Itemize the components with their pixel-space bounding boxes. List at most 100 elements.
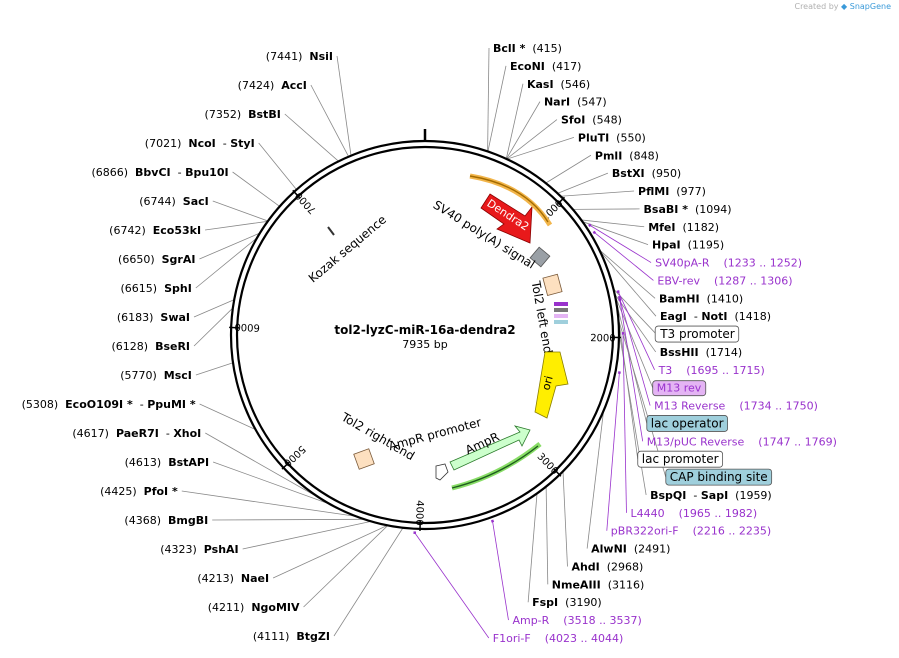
tick-mark xyxy=(553,468,562,477)
site-label-part: M13 Reverse xyxy=(654,400,725,413)
site-label-hpai[interactable]: HpaI (1195) xyxy=(652,239,724,252)
site-label-part: (3190) xyxy=(558,596,602,609)
site-label-eco53ki[interactable]: (6742) Eco53kI xyxy=(109,224,201,237)
site-label-part: lac operator xyxy=(651,416,724,430)
site-label-part: AlwNI xyxy=(591,543,627,556)
site-label-mfei[interactable]: MfeI (1182) xyxy=(648,221,719,234)
site-label-part: NaeI xyxy=(241,572,269,585)
site-label-part: BstBI xyxy=(248,108,281,121)
site-label-part: SapI xyxy=(701,489,728,502)
site-label-part: SphI xyxy=(164,282,192,295)
site-label-lacop[interactable]: lac operator xyxy=(651,416,724,430)
site-label-l4440[interactable]: L4440 (1965 .. 1982) xyxy=(630,507,757,520)
site-label-t3[interactable]: T3 (1695 .. 1715) xyxy=(658,364,765,377)
site-label-sv40par[interactable]: SV40pA-R (1233 .. 1252) xyxy=(655,257,802,270)
site-label-pbr322[interactable]: pBR322ori-F (2216 .. 2235) xyxy=(611,525,771,538)
leader-line xyxy=(618,297,651,406)
site-label-bsabi[interactable]: BsaBI * (1094) xyxy=(644,203,732,216)
site-label-part: (848) xyxy=(622,149,659,162)
tick-label: 4000 xyxy=(413,500,425,526)
site-label-naei[interactable]: (4213) NaeI xyxy=(197,572,269,585)
site-label-acci[interactable]: (7424) AccI xyxy=(238,79,307,92)
site-label-m13rev[interactable]: M13 rev xyxy=(657,382,702,395)
site-label-sphi[interactable]: (6615) SphI xyxy=(120,282,191,295)
dendra2-strand-arrow-core xyxy=(469,175,549,223)
primer-mark xyxy=(616,290,620,294)
credit-brand: SnapGene xyxy=(849,2,891,11)
site-label-bstapi[interactable]: (4613) BstAPI xyxy=(125,456,209,469)
site-label-bstbi[interactable]: (7352) BstBI xyxy=(205,108,281,121)
site-label-sgrai[interactable]: (6650) SgrAI xyxy=(118,253,195,266)
site-label-pluti[interactable]: PluTI (550) xyxy=(578,131,646,144)
ampr-strand-arrow-core xyxy=(451,445,539,489)
site-label-fspi[interactable]: FspI (3190) xyxy=(532,596,602,609)
tick-mark xyxy=(281,461,290,470)
site-label-part: EcoNI xyxy=(510,60,545,73)
site-label-bcli[interactable]: BclI * (415) xyxy=(493,42,562,55)
site-label-part: HpaI xyxy=(652,239,681,252)
site-label-m13puc[interactable]: M13/pUC Reverse (1747 .. 1769) xyxy=(647,435,837,448)
site-label-part: (6744) xyxy=(139,195,183,208)
site-label-nsii[interactable]: (7441) NsiI xyxy=(266,50,333,63)
site-label-econi[interactable]: EcoNI (417) xyxy=(510,60,581,73)
backbone-ring xyxy=(229,139,621,531)
site-marks xyxy=(413,223,625,535)
site-label-bbvci[interactable]: (6866) BbvCI - Bpu10I xyxy=(91,166,228,179)
site-label-f1ori[interactable]: F1ori-F (4023 .. 4044) xyxy=(493,632,623,645)
site-label-part: (5770) xyxy=(120,369,164,382)
site-label-t3prom[interactable]: T3 promoter xyxy=(659,327,735,341)
site-label-capsite[interactable]: CAP binding site xyxy=(670,470,768,484)
site-label-ncoi[interactable]: (7021) NcoI - StyI xyxy=(145,137,255,150)
site-label-bstxi[interactable]: BstXI (950) xyxy=(612,167,681,180)
site-label-sfoi[interactable]: SfoI (548) xyxy=(561,114,622,127)
site-label-kasi[interactable]: KasI (546) xyxy=(527,78,590,91)
site-label-part: (1410) xyxy=(700,292,744,305)
leader-line xyxy=(527,493,538,603)
site-label-part: (4617) xyxy=(72,427,116,440)
leader-line xyxy=(545,486,549,585)
site-label-alwni[interactable]: AlwNI (2491) xyxy=(591,543,670,556)
site-label-pshai[interactable]: (4323) PshAI xyxy=(160,543,238,556)
site-label-m13reverse[interactable]: M13 Reverse (1734 .. 1750) xyxy=(654,400,818,413)
site-label-pmli[interactable]: PmlI (848) xyxy=(595,149,659,162)
site-label-bspqi[interactable]: BspQI - SapI (1959) xyxy=(650,489,772,502)
site-label-ampr_p[interactable]: Amp-R (3518 .. 3537) xyxy=(512,614,641,627)
site-label-bamhi[interactable]: BamHI (1410) xyxy=(659,292,743,305)
site-label-ecoo109i[interactable]: (5308) EcoO109I * - PpuMI * xyxy=(22,398,196,411)
site-label-pfoi[interactable]: (4425) PfoI * xyxy=(100,485,178,498)
site-label-paer7i[interactable]: (4617) PaeR7I - XhoI xyxy=(72,427,201,440)
site-label-swai[interactable]: (6183) SwaI xyxy=(117,311,190,324)
site-label-part: KasI xyxy=(527,78,554,91)
site-label-part: (7352) xyxy=(205,108,249,121)
site-label-nari[interactable]: NarI (547) xyxy=(544,96,607,109)
site-label-saci[interactable]: (6744) SacI xyxy=(139,195,209,208)
primer-mark xyxy=(588,223,592,228)
site-label-part: BbvCI xyxy=(135,166,171,179)
site-label-part: M13 rev xyxy=(657,382,702,395)
site-label-ngomiv[interactable]: (4211) NgoMIV xyxy=(208,601,300,614)
site-label-ebvrev[interactable]: EBV-rev (1287 .. 1306) xyxy=(657,274,792,287)
feature-kozak[interactable]: Kozak sequence xyxy=(306,212,389,285)
site-label-part: - xyxy=(686,489,700,502)
site-label-nmeaiii[interactable]: NmeAIII (3116) xyxy=(552,578,645,591)
leader-line xyxy=(303,525,389,608)
site-label-bsshii[interactable]: BssHII (1714) xyxy=(660,346,742,359)
site-label-part: (1418) xyxy=(727,310,771,323)
feature-ori[interactable]: ori xyxy=(534,351,569,419)
site-label-part: BspQI xyxy=(650,489,686,502)
site-label-bseri[interactable]: (6128) BseRI xyxy=(111,340,190,353)
site-label-lacprom[interactable]: lac promoter xyxy=(642,452,719,466)
site-label-part: SwaI xyxy=(160,311,190,324)
site-label-part: (3518 .. 3537) xyxy=(549,614,642,627)
site-label-pflmi[interactable]: PflMI (977) xyxy=(638,185,706,198)
site-label-msci[interactable]: (5770) MscI xyxy=(120,369,192,382)
site-label-part: (4323) xyxy=(160,543,204,556)
site-label-ahdi[interactable]: AhdI (2968) xyxy=(571,560,643,573)
site-label-btgzi[interactable]: (4111) BtgZI xyxy=(253,630,330,643)
site-label-part: L4440 xyxy=(630,507,664,520)
site-label-part: lac promoter xyxy=(642,452,719,466)
site-label-bmgbi[interactable]: (4368) BmgBI xyxy=(124,514,208,527)
site-label-part: (1182) xyxy=(675,221,719,234)
site-label-eagi[interactable]: EagI - NotI (1418) xyxy=(660,310,771,323)
leader-line xyxy=(414,532,490,639)
